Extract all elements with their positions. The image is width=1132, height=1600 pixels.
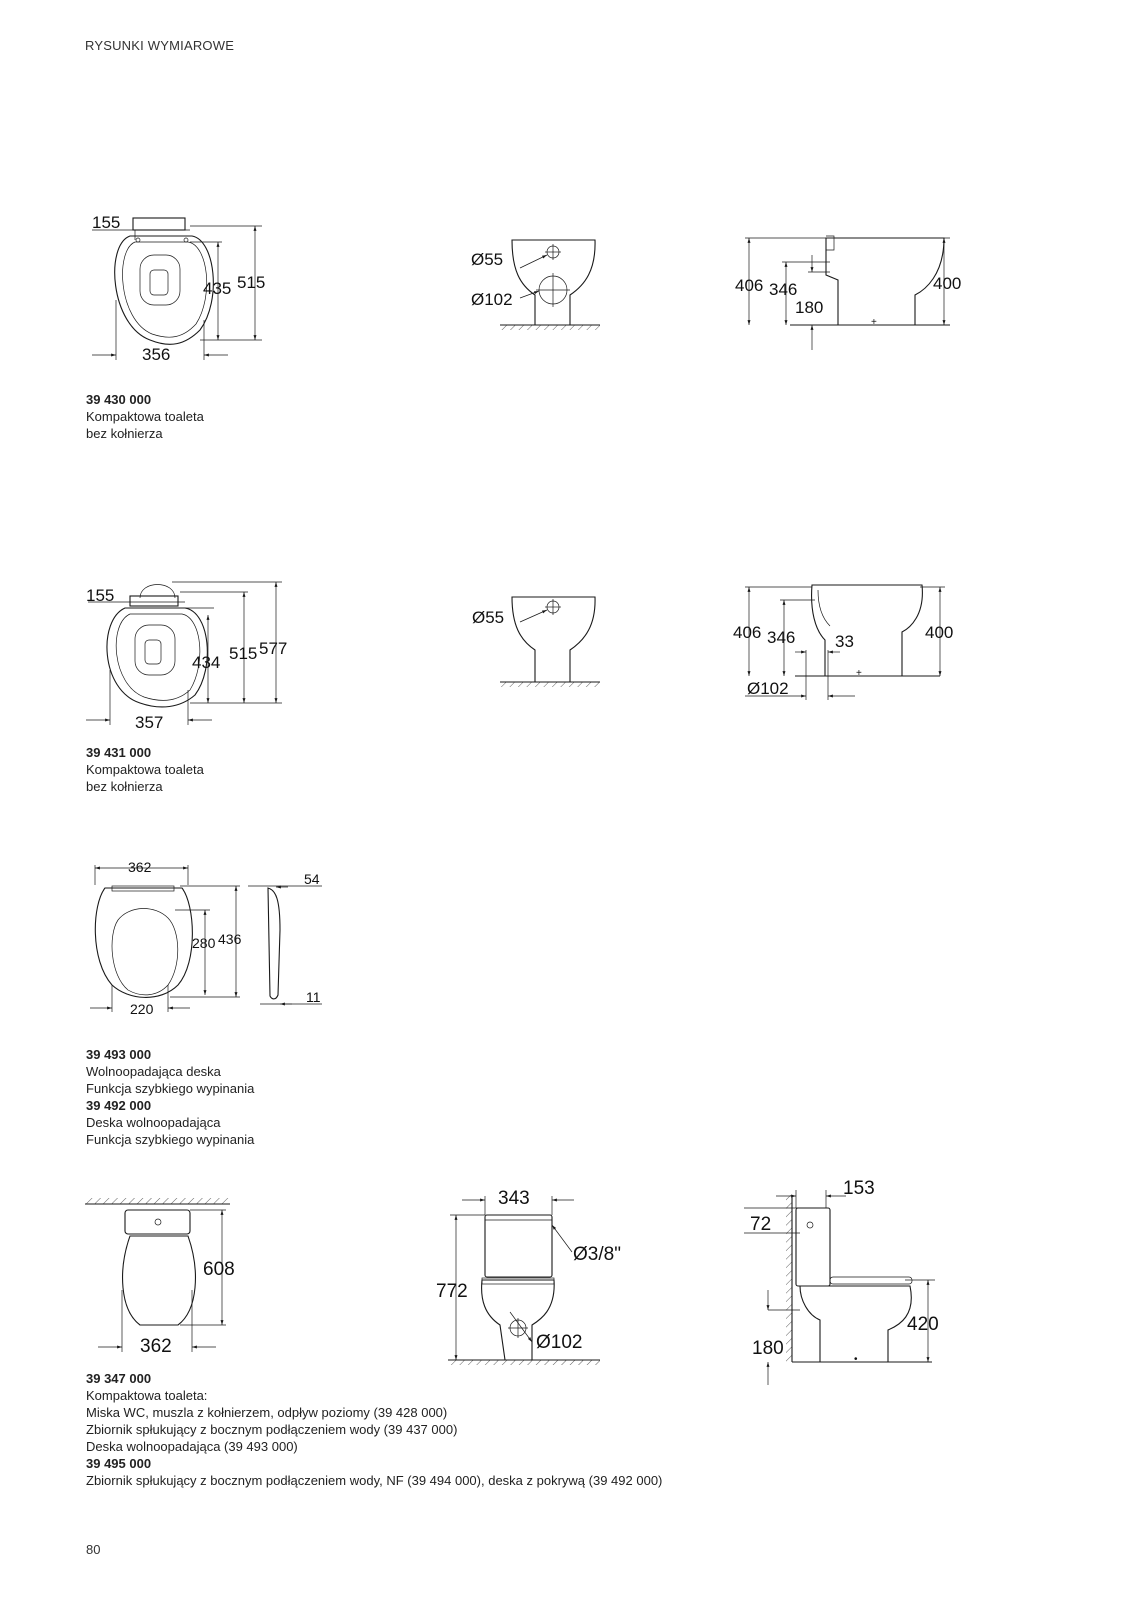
dim-label: 220 bbox=[130, 1001, 154, 1017]
dim-label: 54 bbox=[304, 871, 320, 887]
product-desc: Funkcja szybkiego wypinania bbox=[86, 1132, 255, 1147]
dim-label: 280 bbox=[192, 935, 216, 951]
product-code: 39 495 000 bbox=[86, 1456, 152, 1471]
drawing-row2-side-view: + 406 346 33 400 Ø102 bbox=[733, 584, 953, 700]
dim-label: 400 bbox=[925, 623, 953, 642]
dim-label: 434 bbox=[192, 653, 220, 672]
product-desc: Deska wolnoopadająca bbox=[86, 1115, 221, 1130]
page-header: RYSUNKI WYMIAROWE bbox=[85, 38, 235, 53]
dim-label: 406 bbox=[735, 276, 763, 295]
dim-label: Ø102 bbox=[471, 290, 513, 309]
dim-label: 180 bbox=[795, 298, 823, 317]
product-desc: Zbiornik spłukujący z bocznym podłączeni… bbox=[86, 1473, 663, 1488]
dim-label: 343 bbox=[498, 1188, 530, 1209]
drawing-row2-top-view: 155 434 515 577 357 bbox=[86, 581, 287, 732]
drawing-row4-side-view: • 153 72 420 180 bbox=[744, 1178, 939, 1385]
svg-text:+: + bbox=[871, 317, 877, 328]
product-desc: Kompaktowa toaleta bbox=[86, 409, 204, 424]
dim-label: 435 bbox=[203, 279, 231, 298]
dim-label: Ø102 bbox=[747, 679, 789, 698]
drawing-row2-front-view: Ø55 bbox=[472, 596, 600, 687]
dim-label: 346 bbox=[767, 628, 795, 647]
product-desc: Miska WC, muszla z kołnierzem, odpływ po… bbox=[86, 1405, 448, 1420]
dim-label: Ø3/8" bbox=[573, 1244, 621, 1265]
dim-label: 155 bbox=[92, 213, 120, 232]
dim-label: 357 bbox=[135, 713, 163, 732]
dim-label: Ø102 bbox=[536, 1332, 582, 1353]
dim-label: Ø55 bbox=[471, 250, 503, 269]
dim-label: Ø55 bbox=[472, 608, 504, 627]
caption-row3: 39 493 000 Wolnoopadająca deska Funkcja … bbox=[86, 1046, 254, 1148]
product-code: 39 430 000 bbox=[86, 392, 152, 407]
product-desc: bez kołnierza bbox=[86, 779, 163, 794]
dim-label: 346 bbox=[769, 280, 797, 299]
dim-label: 406 bbox=[733, 623, 761, 642]
product-desc: Zbiornik spłukujący z bocznym podłączeni… bbox=[86, 1422, 458, 1437]
product-code: 39 493 000 bbox=[86, 1047, 152, 1062]
product-desc: Funkcja szybkiego wypinania bbox=[86, 1081, 255, 1096]
dim-label: 72 bbox=[750, 1214, 771, 1235]
product-desc: Deska wolnoopadająca (39 493 000) bbox=[86, 1439, 298, 1454]
drawing-row3-seat-top: 362 280 436 220 bbox=[90, 859, 242, 1017]
drawing-row3-seat-side: 54 11 bbox=[248, 871, 322, 1006]
product-desc: Wolnoopadająca deska bbox=[86, 1064, 221, 1079]
dim-label: 362 bbox=[128, 859, 152, 875]
product-code: 39 492 000 bbox=[86, 1098, 152, 1113]
svg-text:+: + bbox=[856, 668, 862, 679]
dim-label: 400 bbox=[933, 274, 961, 293]
product-code: 39 347 000 bbox=[86, 1371, 152, 1386]
dim-label: 515 bbox=[237, 273, 265, 292]
drawing-row1-top-view: 155 435 515 356 bbox=[92, 213, 265, 364]
svg-text:•: • bbox=[854, 1354, 858, 1365]
dim-label: 155 bbox=[86, 586, 114, 605]
dim-label: 153 bbox=[843, 1178, 875, 1199]
dim-label: 356 bbox=[142, 345, 170, 364]
drawing-row1-front-view: Ø55 Ø102 bbox=[471, 239, 600, 330]
caption-row1: 39 430 000 Kompaktowa toaleta bez kołnie… bbox=[86, 391, 204, 442]
product-desc: Kompaktowa toaleta: bbox=[86, 1388, 208, 1403]
product-desc: Kompaktowa toaleta bbox=[86, 762, 204, 777]
dim-label: 420 bbox=[907, 1314, 939, 1335]
dim-label: 515 bbox=[229, 644, 257, 663]
product-code: 39 431 000 bbox=[86, 745, 152, 760]
dim-label: 577 bbox=[259, 639, 287, 658]
caption-row4: 39 347 000 Kompaktowa toaleta: Miska WC,… bbox=[86, 1370, 662, 1489]
dim-label: 180 bbox=[752, 1338, 784, 1359]
dim-label: 11 bbox=[306, 989, 321, 1005]
dim-label: 772 bbox=[436, 1281, 468, 1302]
page-number: 80 bbox=[86, 1542, 101, 1557]
drawing-row1-side-view: + 406 346 180 400 bbox=[735, 235, 961, 350]
dim-label: 33 bbox=[835, 632, 854, 651]
product-desc: bez kołnierza bbox=[86, 426, 163, 441]
dim-label: 608 bbox=[203, 1259, 235, 1280]
drawing-row4-mid-view: 343 Ø3/8" 772 Ø102 bbox=[436, 1188, 621, 1365]
drawing-row4-front-view: 608 362 bbox=[85, 1198, 235, 1357]
caption-row2: 39 431 000 Kompaktowa toaleta bez kołnie… bbox=[86, 744, 204, 795]
dim-label: 436 bbox=[218, 931, 242, 947]
dim-label: 362 bbox=[140, 1336, 172, 1357]
